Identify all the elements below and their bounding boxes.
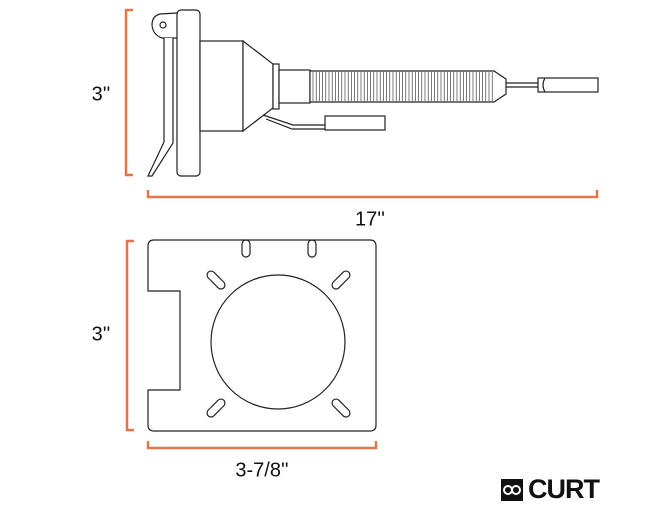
end-plug	[537, 77, 599, 93]
center-hole	[210, 274, 346, 410]
slot-top-right	[307, 239, 317, 258]
side-wires	[262, 114, 325, 130]
plate-width-bracket	[146, 441, 378, 450]
slot-diag	[206, 270, 226, 290]
cone	[242, 39, 274, 133]
slot-diag	[331, 398, 351, 418]
tube	[278, 69, 311, 104]
slot-diag	[206, 398, 226, 418]
brand-name: CURT	[528, 474, 600, 504]
slot-diag	[331, 270, 351, 290]
curt-logo: CURT	[500, 474, 600, 505]
spring-clip	[147, 38, 174, 177]
end-wires	[506, 82, 538, 88]
corrugated-jacket	[309, 70, 507, 103]
side-height-bracket	[124, 8, 133, 177]
side-height-label: 3''	[91, 83, 111, 106]
mounting-plate	[147, 239, 377, 432]
side-length-label: 17''	[355, 208, 385, 231]
connector-side-view	[147, 9, 599, 177]
collar	[272, 63, 280, 110]
plate-width-label: 3-7/8''	[235, 459, 289, 482]
housing	[199, 40, 244, 132]
side-length-bracket	[146, 190, 599, 199]
plate-height-label: 3''	[91, 323, 111, 346]
face-plate	[176, 9, 201, 177]
curt-emblem-icon	[501, 478, 523, 501]
slot-top-left	[241, 239, 251, 258]
plate-height-bracket	[125, 239, 134, 432]
side-plug	[324, 115, 386, 131]
plate-outline	[147, 239, 377, 432]
